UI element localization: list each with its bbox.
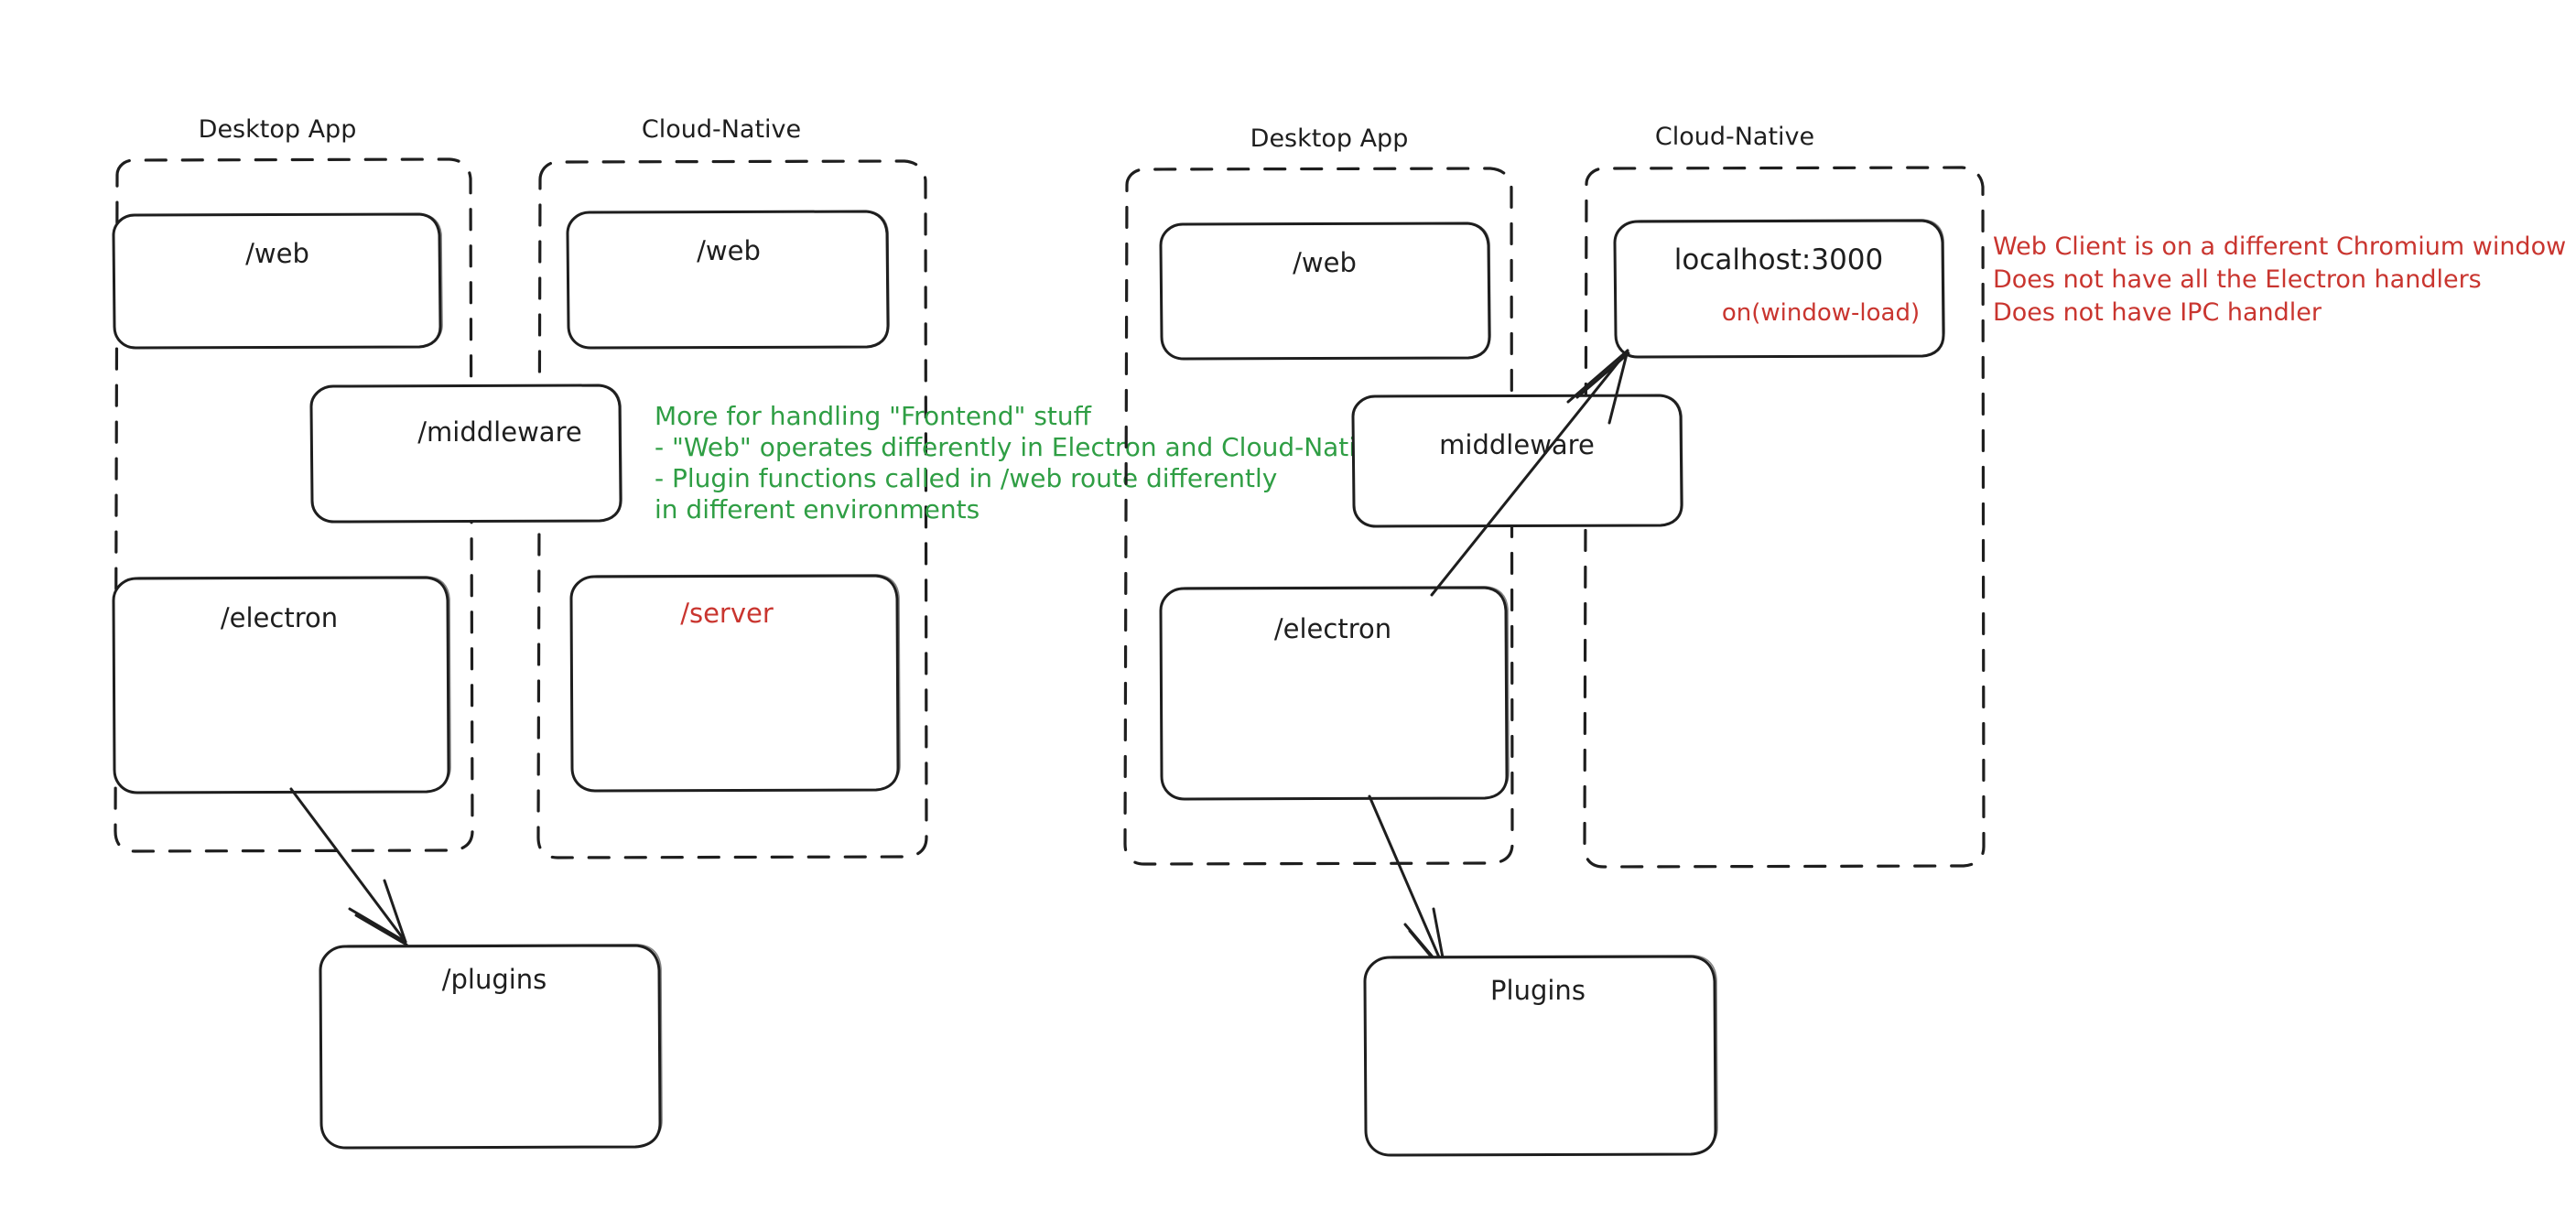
right-desktop-web-label: /web <box>1293 247 1357 278</box>
red-note: Web Client is on a different Chromium wi… <box>1993 232 2566 327</box>
left-cloud-web-label: /web <box>697 235 761 266</box>
right-electron-node[interactable]: /electron <box>1159 586 1510 801</box>
green-note-line-0: More for handling "Frontend" stuff <box>655 401 1092 431</box>
right-middleware-label: middleware <box>1439 429 1595 460</box>
right-cloud-group-label: Cloud-Native <box>1655 123 1814 151</box>
left-electron-node[interactable]: /electron <box>112 576 451 794</box>
left-middleware-label: /middleware <box>417 416 581 448</box>
left-cloud-group-container <box>536 159 928 859</box>
left-plugins-node[interactable]: /plugins <box>319 944 663 1150</box>
right-middleware-node[interactable]: middleware <box>1351 394 1683 528</box>
left-electron-label: /electron <box>221 602 338 633</box>
green-note-line-1: - "Web" operates differently in Electron… <box>655 432 1387 462</box>
right-plugins-label: Plugins <box>1490 975 1586 1006</box>
right-localhost-sublabel: on(window-load) <box>1722 299 1920 327</box>
red-note-line-1: Does not have all the Electron handlers <box>1993 265 2482 294</box>
right-desktop-group-label: Desktop App <box>1250 124 1409 153</box>
right-plugins-node[interactable]: Plugins <box>1363 955 1718 1157</box>
right-desktop-group-container <box>1123 167 1514 866</box>
left-desktop-group-label: Desktop App <box>199 115 357 144</box>
left-middleware-node[interactable]: /middleware <box>309 384 622 524</box>
left-cloud-web-node[interactable]: /web <box>566 210 890 350</box>
right-cloud-group-container <box>1583 166 1986 869</box>
left-server-node[interactable]: /server <box>569 574 901 793</box>
green-note: More for handling "Frontend" stuff - "We… <box>655 401 1387 524</box>
red-note-line-2: Does not have IPC handler <box>1993 298 2322 327</box>
left-electron-to-plugins-arrow <box>289 787 408 946</box>
green-note-line-3: in different environments <box>655 494 980 524</box>
right-electron-label: /electron <box>1274 613 1391 644</box>
right-electron-to-localhost-arrow <box>1430 349 1630 597</box>
left-desktop-web-label: /web <box>245 238 309 269</box>
red-note-line-0: Web Client is on a different Chromium wi… <box>1993 232 2566 261</box>
left-desktop-web-node[interactable]: /web <box>112 212 443 350</box>
green-note-line-2: - Plugin functions called in /web route … <box>655 463 1277 493</box>
left-desktop-group-container <box>114 157 474 853</box>
left-server-label: /server <box>680 598 774 629</box>
right-localhost-label: localhost:3000 <box>1674 243 1884 276</box>
left-cloud-group-label: Cloud-Native <box>642 115 801 144</box>
right-localhost-node[interactable]: localhost:3000 on(window-load) <box>1613 219 1945 359</box>
right-desktop-web-node[interactable]: /web <box>1159 222 1491 361</box>
left-plugins-label: /plugins <box>442 964 547 995</box>
right-electron-to-plugins-arrow <box>1368 794 1448 977</box>
